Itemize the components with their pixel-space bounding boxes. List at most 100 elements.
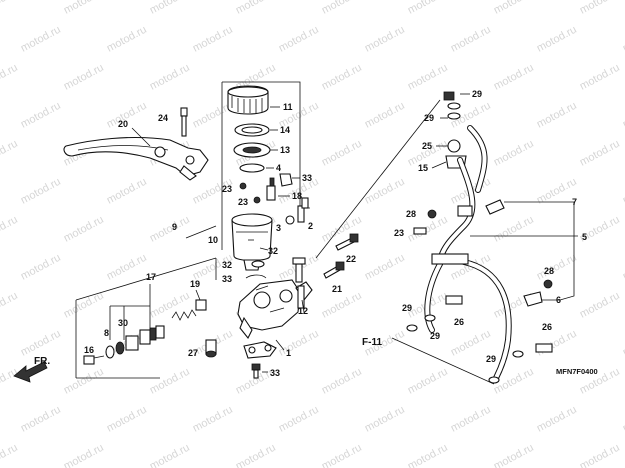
watermark-text: motod.ru [0, 366, 20, 397]
callout-29d: 29 [430, 331, 440, 341]
watermark-text: motod.ru [363, 176, 407, 207]
watermark-text: motod.ru [191, 24, 235, 55]
watermark-text: motod.ru [19, 176, 63, 207]
o-ring-32a [251, 260, 265, 268]
callout-27: 27 [188, 348, 198, 358]
watermark-text: motod.ru [492, 442, 536, 468]
callout-13: 13 [280, 145, 290, 155]
watermark-text: motod.ru [578, 0, 622, 17]
callout-22: 22 [346, 254, 356, 264]
watermark-text: motod.ru [105, 404, 149, 435]
watermark-text: motod.ru [234, 0, 278, 17]
watermark-text: motod.ru [277, 24, 321, 55]
watermark-text: motod.ru [105, 24, 149, 55]
watermark-text: motod.ru [148, 442, 192, 468]
watermark-text: motod.ru [62, 366, 106, 397]
watermark-text: motod.ru [62, 62, 106, 93]
callout-4: 4 [276, 163, 281, 173]
hose-joint [266, 177, 276, 201]
joint-bolt-28a [427, 209, 437, 219]
master-cylinder-body [237, 279, 313, 340]
callout-30: 30 [118, 318, 128, 328]
watermark-text: motod.ru [234, 442, 278, 468]
banjo-bolt-26c [535, 343, 553, 353]
handlebar-clamp [243, 341, 277, 359]
watermark-text: motod.ru [535, 100, 579, 131]
watermark-text: motod.ru [19, 24, 63, 55]
watermark-text: motod.ru [148, 62, 192, 93]
washers-29 [406, 314, 524, 384]
watermark-text: motod.ru [449, 404, 493, 435]
callout-26c: 26 [542, 322, 552, 332]
reservoir-tank [231, 213, 273, 271]
callout-2: 2 [308, 221, 313, 231]
front-direction-label: FR. [34, 356, 50, 367]
watermark-text: motod.ru [621, 100, 625, 131]
watermark-text: motod.ru [578, 62, 622, 93]
callout-31: 32 [268, 246, 278, 256]
callout-6: 6 [556, 295, 561, 305]
watermark-text: motod.ru [0, 290, 20, 321]
watermark-text: motod.ru [492, 214, 536, 245]
clip-top [279, 173, 293, 187]
watermark-text: motod.ru [535, 24, 579, 55]
watermark-text: motod.ru [535, 404, 579, 435]
callout-19: 19 [190, 279, 200, 289]
reference-label: F-11 [362, 337, 382, 348]
watermark-text: motod.ru [105, 176, 149, 207]
callout-32a: 32 [222, 260, 232, 270]
reservoir-plate [234, 123, 270, 137]
watermark-text: motod.ru [578, 442, 622, 468]
o-ring-32b [245, 274, 267, 279]
watermark-text: motod.ru [621, 252, 625, 283]
piston-assembly [83, 299, 207, 365]
watermark-text: motod.ru [406, 0, 450, 17]
watermark-text: motod.ru [406, 442, 450, 468]
watermark-text: motod.ru [492, 0, 536, 17]
watermark-text: motod.ru [0, 138, 20, 169]
watermark-text: motod.ru [363, 252, 407, 283]
reservoir-float [239, 163, 265, 173]
clamp-screw [251, 363, 261, 379]
watermark-text: motod.ru [0, 62, 20, 93]
reservoir-cap [227, 85, 269, 115]
body-bolt-lower [297, 285, 305, 309]
callout-16: 16 [84, 345, 94, 355]
callout-20: 20 [118, 119, 128, 129]
screw-23b [253, 196, 261, 204]
watermark-text: motod.ru [0, 442, 20, 468]
watermark-text: motod.ru [406, 366, 450, 397]
watermark-text: motod.ru [578, 290, 622, 321]
callout-7: 7 [572, 197, 577, 207]
watermark-text: motod.ru [19, 100, 63, 131]
watermark-text: motod.ru [0, 0, 20, 17]
bolt-22 [335, 233, 359, 251]
callout-32b: 33 [222, 274, 232, 284]
callout-28a: 28 [406, 209, 416, 219]
watermark-text: motod.ru [363, 100, 407, 131]
callout-18: 18 [292, 191, 302, 201]
watermark-text: motod.ru [62, 290, 106, 321]
callout-15: 15 [418, 163, 428, 173]
callout-29c: 29 [402, 303, 412, 313]
body-bolt-upper [292, 257, 306, 283]
watermark-text: motod.ru [320, 366, 364, 397]
callout-23a: 23 [222, 184, 232, 194]
watermark-text: motod.ru [621, 176, 625, 207]
callout-17: 17 [146, 272, 156, 282]
watermark-text: motod.ru [320, 0, 364, 17]
joint-bolt-24 [413, 227, 427, 235]
watermark-text: motod.ru [492, 138, 536, 169]
callout-29b: 29 [424, 113, 434, 123]
banjo-bolt-26b [445, 295, 463, 305]
watermark-text: motod.ru [492, 62, 536, 93]
callout-11: 11 [283, 102, 293, 112]
callout-23b: 23 [238, 197, 248, 207]
hose-clamp-6 [523, 291, 543, 307]
callout-12: 12 [298, 306, 308, 316]
callout-3: 3 [276, 223, 281, 233]
bracket-bolt [285, 197, 309, 225]
callout-25: 24 [158, 113, 168, 123]
watermark-text: motod.ru [277, 328, 321, 359]
